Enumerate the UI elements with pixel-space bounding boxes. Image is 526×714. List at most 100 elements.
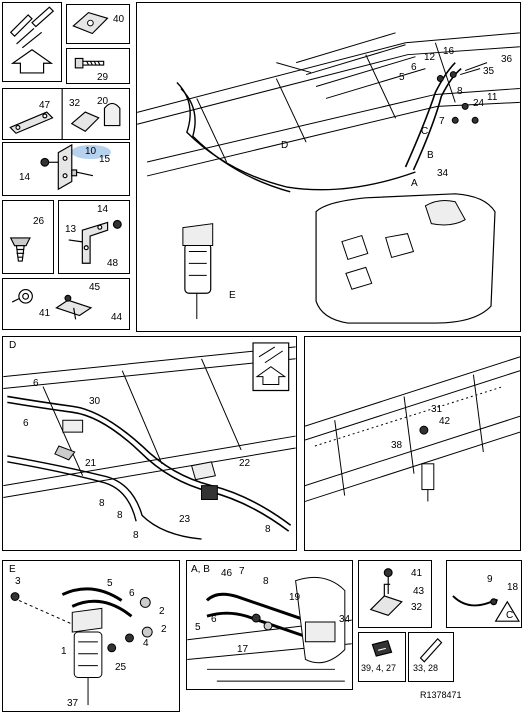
callout-32-top: 32 [69,98,81,109]
d-callout-8-b: 8 [117,510,123,521]
panel-parts-39-4-27: 39, 4, 27 [358,632,406,682]
e-callout-5: 5 [107,578,113,589]
main-callout-5: 5 [399,72,405,83]
panel-parts-45-41-44: 45 41 44 [2,278,130,330]
highlight-mark [71,145,111,159]
callout-26: 26 [33,216,45,227]
c-callout-9: 9 [487,574,493,585]
main-callout-B: B [427,150,434,161]
d-callout-8-a: 8 [99,498,105,509]
main-callout-24: 24 [473,98,485,109]
callout-45: 45 [89,282,101,293]
callout-13: 13 [65,224,77,235]
s-callout-43: 43 [413,586,425,597]
panel-orientation-icon [2,2,62,82]
d-callout-21: 21 [85,458,97,469]
callout-14-right: 14 [97,204,109,215]
figure-id: R1378471 [420,690,462,700]
view-d-label: D [9,340,17,351]
orientation-arrow-icon [9,6,55,74]
s-callout-33-28: 33, 28 [413,663,439,673]
bracket-bolt-icons [40,143,94,191]
e-callout-6: 6 [129,588,135,599]
d-callout-8-c: 8 [133,530,139,541]
callout-48: 48 [107,258,119,269]
panel-view-e: E 3 5 6 2 2 1 4 25 37 [2,560,180,712]
r-callout-38: 38 [391,440,403,451]
strap-clip-icons [9,89,121,139]
callout-44: 44 [111,312,123,323]
chassis-frame-drawing [305,356,520,502]
ab-callout-34: 34 [339,614,351,625]
panel-chassis-frame-view: 31 42 38 [304,336,521,551]
d-callout-6-upper: 6 [33,378,39,389]
d-callout-22: 22 [239,458,251,469]
view-ab-connection-drawing [187,576,352,682]
callout-14-left: 14 [19,172,31,183]
d-callout-8-d: 8 [265,524,271,535]
ab-callout-5: 5 [195,622,201,633]
ab-callout-6: 6 [211,614,217,625]
tube-icon [419,637,443,663]
callout-20: 20 [97,96,109,107]
ab-callout-17: 17 [237,644,249,655]
panel-view-d: D 6 6 30 21 8 8 8 22 23 8 [2,336,297,551]
main-callout-34: 34 [437,168,449,179]
callout-40: 40 [113,14,125,25]
main-callout-E: E [229,290,236,301]
view-e-label: E [9,564,16,575]
main-callout-C: C [421,126,429,137]
plate-icon [72,11,109,35]
callout-41-left: 41 [39,308,51,319]
callout-47: 47 [39,100,51,111]
clip-icon [371,640,393,657]
view-ab-label: A, B [191,564,210,575]
callout-29: 29 [97,72,109,83]
main-callout-8: 8 [457,86,463,97]
clamp-bracket-icons [11,289,93,320]
panel-parts-41-43-32: 41 43 32 [358,560,432,628]
e-callout-2-upper: 2 [159,606,165,617]
s-callout-32: 32 [411,602,423,613]
panel-parts-33-28: 33, 28 [408,632,454,682]
main-callout-A: A [411,178,418,189]
d-callout-23: 23 [179,514,191,525]
screw-icon [9,237,31,262]
panel-main-chassis-view: 12 16 36 6 35 5 8 24 11 7 C D B A 34 E [136,2,521,332]
main-callout-D: D [281,140,289,151]
ab-callout-19: 19 [289,592,301,603]
r-callout-42: 42 [439,416,451,427]
ab-callout-46: 46 [221,568,233,579]
angle-bracket-icon [68,219,122,264]
main-callout-11: 11 [487,92,498,103]
main-callout-35: 35 [483,66,495,77]
main-callout-16: 16 [443,46,455,57]
main-callout-12: 12 [424,52,436,63]
panel-parts-47-32-20: 47 32 20 [2,88,130,140]
sensor-line-icon [452,595,520,622]
callout-15: 15 [99,154,111,165]
panel-parts-9-18: 9 18 C [446,560,522,628]
r-callout-31: 31 [431,404,443,415]
main-callout-36: 36 [501,54,513,65]
e-callout-37: 37 [67,698,79,709]
d-callout-30: 30 [89,396,101,407]
d-callout-6-lower: 6 [23,418,29,429]
view-d-fuel-lines-drawing [3,342,296,540]
panel-parts-10-15-14: 10 15 14 [2,142,130,196]
panel-part-40: 40 [66,4,130,44]
main-callout-7: 7 [439,116,445,127]
e-callout-2-lower: 2 [161,624,167,635]
panel-view-ab: A, B 46 7 8 19 5 6 17 34 [186,560,353,690]
ab-callout-8: 8 [263,576,269,587]
bolt-icon [74,57,105,69]
c-triangle-label: C [506,610,514,621]
bracket-clamp-icon [369,568,403,617]
c-callout-18: 18 [507,582,519,593]
ab-callout-7: 7 [239,566,245,577]
chassis-fuel-system-drawing [137,32,520,324]
main-callout-6: 6 [411,62,417,73]
view-e-filter-drawing [10,587,153,706]
e-callout-4: 4 [143,638,149,649]
callout-10: 10 [85,146,97,157]
